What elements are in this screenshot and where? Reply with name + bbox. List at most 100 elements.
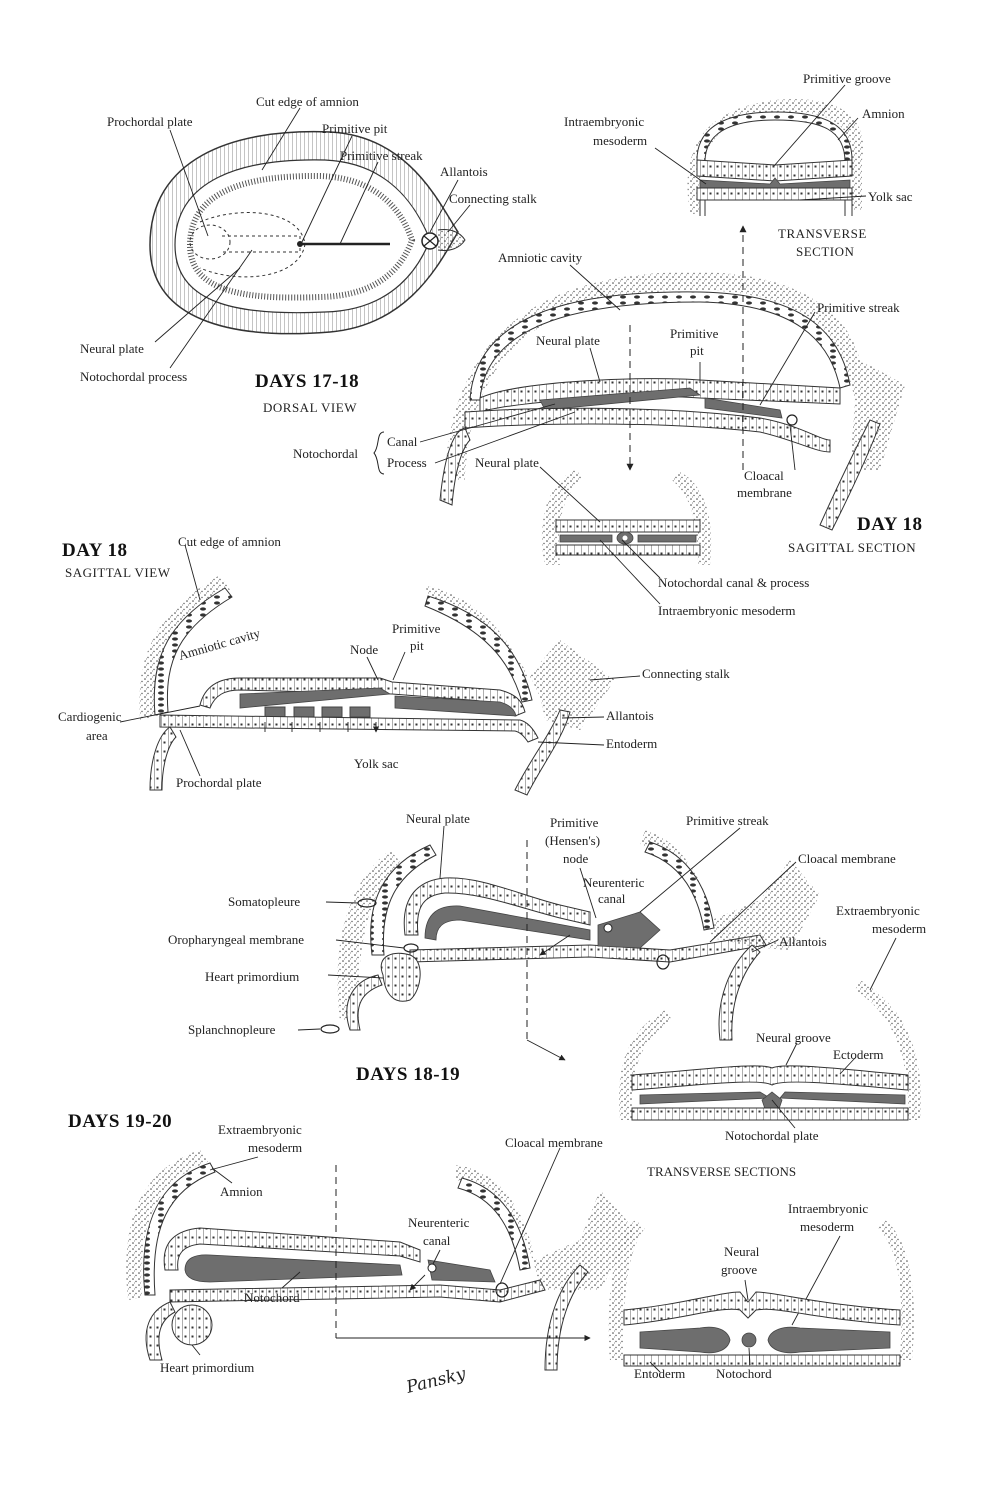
sv-stipple-left bbox=[139, 575, 230, 720]
d1920-amnion-right bbox=[457, 1177, 531, 1271]
d1819-allantois bbox=[718, 944, 761, 1041]
ss-label-canal: Canal bbox=[387, 434, 418, 449]
label-notochordal-process: Notochordal process bbox=[80, 369, 187, 384]
d1920-primitive-streak-meso bbox=[427, 1259, 496, 1283]
dorsal-prochordal-plate bbox=[189, 224, 231, 260]
d1819-cloacal-mark bbox=[656, 954, 670, 970]
d1920-label-transverse-sections: TRANSVERSE SECTIONS bbox=[647, 1164, 796, 1179]
sv-label-node: Node bbox=[350, 642, 378, 657]
d1819-label-neural-plate: Neural plate bbox=[406, 811, 470, 826]
ss-label-primitive-streak: Primitive streak bbox=[817, 300, 900, 315]
ss-label-neural-plate: Neural plate bbox=[536, 333, 600, 348]
ss-label-process: Process bbox=[387, 455, 427, 470]
ss-small-ts-mesoderm bbox=[559, 534, 697, 543]
d1920-splanchnopleure bbox=[145, 1301, 176, 1361]
d1819-label-primitive-2: (Hensen's) bbox=[545, 833, 600, 848]
sv-label-yolk-sac: Yolk sac bbox=[354, 756, 399, 771]
ts-top-mesoderm bbox=[699, 177, 851, 189]
ss-title-day-18: DAY 18 bbox=[857, 514, 922, 535]
d1920-label-notochord: Notochord bbox=[244, 1290, 300, 1305]
dorsal-view-panel: Prochordal plate Cut edge of amnion Prim… bbox=[80, 94, 537, 415]
sv-label-cardiogenic-1: Cardiogenic bbox=[58, 709, 122, 724]
d1819-stipple-right bbox=[640, 830, 820, 950]
sv-entoderm bbox=[159, 714, 539, 743]
d1920-cloacal-mark bbox=[495, 1282, 509, 1298]
d1819-label-oropharyngeal: Oropharyngeal membrane bbox=[168, 932, 304, 947]
day18-sagittal-section-panel: Amniotic cavity Primitive streak Neural … bbox=[293, 225, 922, 618]
label-neural-plate: Neural plate bbox=[80, 341, 144, 356]
d1819-notochordal-plate bbox=[424, 905, 591, 941]
ts-top-ectoderm bbox=[696, 159, 853, 182]
ts-label-amnion: Amnion bbox=[862, 106, 905, 121]
d1819-ts-entoderm bbox=[631, 1107, 909, 1121]
d1819-label-neural-groove: Neural groove bbox=[756, 1030, 831, 1045]
ss-label-notochordal-canal-process: Notochordal canal & process bbox=[658, 575, 809, 590]
label-allantois: Allantois bbox=[440, 164, 488, 179]
d1920-ts-stipple bbox=[608, 1220, 914, 1360]
d1920-label-intraembryonic-1: Intraembryonic bbox=[788, 1201, 868, 1216]
d1819-neurenteric-canal bbox=[603, 923, 613, 933]
d1920-label-amnion: Amnion bbox=[220, 1184, 263, 1199]
d1920-label-intraembryonic-2: mesoderm bbox=[800, 1219, 854, 1234]
d1920-label-extraembryonic-2: mesoderm bbox=[248, 1140, 302, 1155]
ss-label-neural-plate-2: Neural plate bbox=[475, 455, 539, 470]
sv-intercalation-blocks bbox=[264, 706, 371, 718]
ss-label-primitive-1: Primitive bbox=[670, 326, 719, 341]
sv-label-prochordal-plate: Prochordal plate bbox=[176, 775, 262, 790]
d1819-label-neurenteric-1: Neurenteric bbox=[583, 875, 645, 890]
dorsal-inner-rim bbox=[186, 172, 416, 301]
d1920-label-heart-primordium: Heart primordium bbox=[160, 1360, 254, 1375]
sv-subtitle-sagittal-view: SAGITTAL VIEW bbox=[65, 565, 171, 580]
d1819-label-primitive-3: node bbox=[563, 851, 589, 866]
dorsal-connecting-stalk bbox=[437, 229, 466, 251]
d1920-stipple-right bbox=[455, 1165, 635, 1290]
d1819-heart-primordium bbox=[380, 952, 421, 1002]
sv-amnion-right bbox=[424, 595, 533, 703]
d1819-splanchnopleure bbox=[346, 974, 383, 1031]
dorsal-neural-plate bbox=[199, 212, 306, 278]
sv-label-entoderm: Entoderm bbox=[606, 736, 657, 751]
d1920-ts-ectoderm bbox=[623, 1291, 901, 1326]
sv-title-day-18: DAY 18 bbox=[62, 540, 127, 561]
d1920-label-notochord-2: Notochord bbox=[716, 1366, 772, 1381]
d1920-label-neurenteric-1: Neurenteric bbox=[408, 1215, 470, 1230]
d1920-ts-notochord bbox=[741, 1332, 757, 1348]
ss-subtitle-sagittal-section: SAGITTAL SECTION bbox=[788, 540, 916, 555]
ss-label-primitive-2: pit bbox=[690, 343, 704, 358]
d1920-entoderm bbox=[169, 1279, 546, 1303]
d1819-title: DAYS 18-19 bbox=[356, 1064, 460, 1085]
label-primitive-streak: Primitive streak bbox=[340, 148, 423, 163]
ss-label-notochordal: Notochordal bbox=[293, 446, 358, 461]
d1819-label-cloacal-membrane: Cloacal membrane bbox=[798, 851, 896, 866]
ss-notochordal-process bbox=[539, 387, 702, 411]
days-19-20-panel: DAYS 19-20 Extraembryonic mesoderm Cloac… bbox=[68, 1111, 914, 1398]
d1819-label-ectoderm: Ectoderm bbox=[833, 1047, 884, 1062]
sv-ectoderm bbox=[199, 677, 526, 717]
sv-label-cardiogenic-2: area bbox=[86, 728, 108, 743]
d1920-ts-mesoderm-right bbox=[767, 1326, 891, 1354]
d1920-heart-primordium bbox=[171, 1304, 213, 1346]
sv-label-cut-edge-amnion: Cut edge of amnion bbox=[178, 534, 281, 549]
sv-label-primitive-1: Primitive bbox=[392, 621, 441, 636]
d1819-primitive-streak-meso bbox=[597, 911, 661, 949]
d1819-label-allantois: Allantois bbox=[779, 934, 827, 949]
d1920-label-entoderm: Entoderm bbox=[634, 1366, 685, 1381]
ss-label-intraembryonic-mesoderm: Intraembryonic mesoderm bbox=[658, 603, 796, 618]
transverse-section-top-panel: Primitive groove Amnion Intraembryonic m… bbox=[564, 71, 913, 259]
label-connecting-stalk: Connecting stalk bbox=[449, 191, 537, 206]
d1819-neural-plate bbox=[403, 877, 591, 936]
sv-allantois bbox=[514, 709, 571, 796]
d1920-label-neural-groove-1: Neural bbox=[724, 1244, 760, 1259]
ts-label-primitive-groove: Primitive groove bbox=[803, 71, 891, 86]
d1920-amnion-left bbox=[143, 1162, 216, 1296]
ss-label-cloacal-2: membrane bbox=[737, 485, 792, 500]
d1819-amnion-left bbox=[370, 844, 437, 956]
sv-yolk-sac-wall bbox=[149, 726, 177, 791]
d1920-label-neural-groove-2: groove bbox=[721, 1262, 757, 1277]
d1819-label-heart-primordium: Heart primordium bbox=[205, 969, 299, 984]
label-primitive-pit: Primitive pit bbox=[322, 121, 388, 136]
d1819-ts-ectoderm bbox=[631, 1065, 909, 1091]
label-cut-edge-amnion: Cut edge of amnion bbox=[256, 94, 359, 109]
sv-amnion-left bbox=[153, 587, 233, 716]
